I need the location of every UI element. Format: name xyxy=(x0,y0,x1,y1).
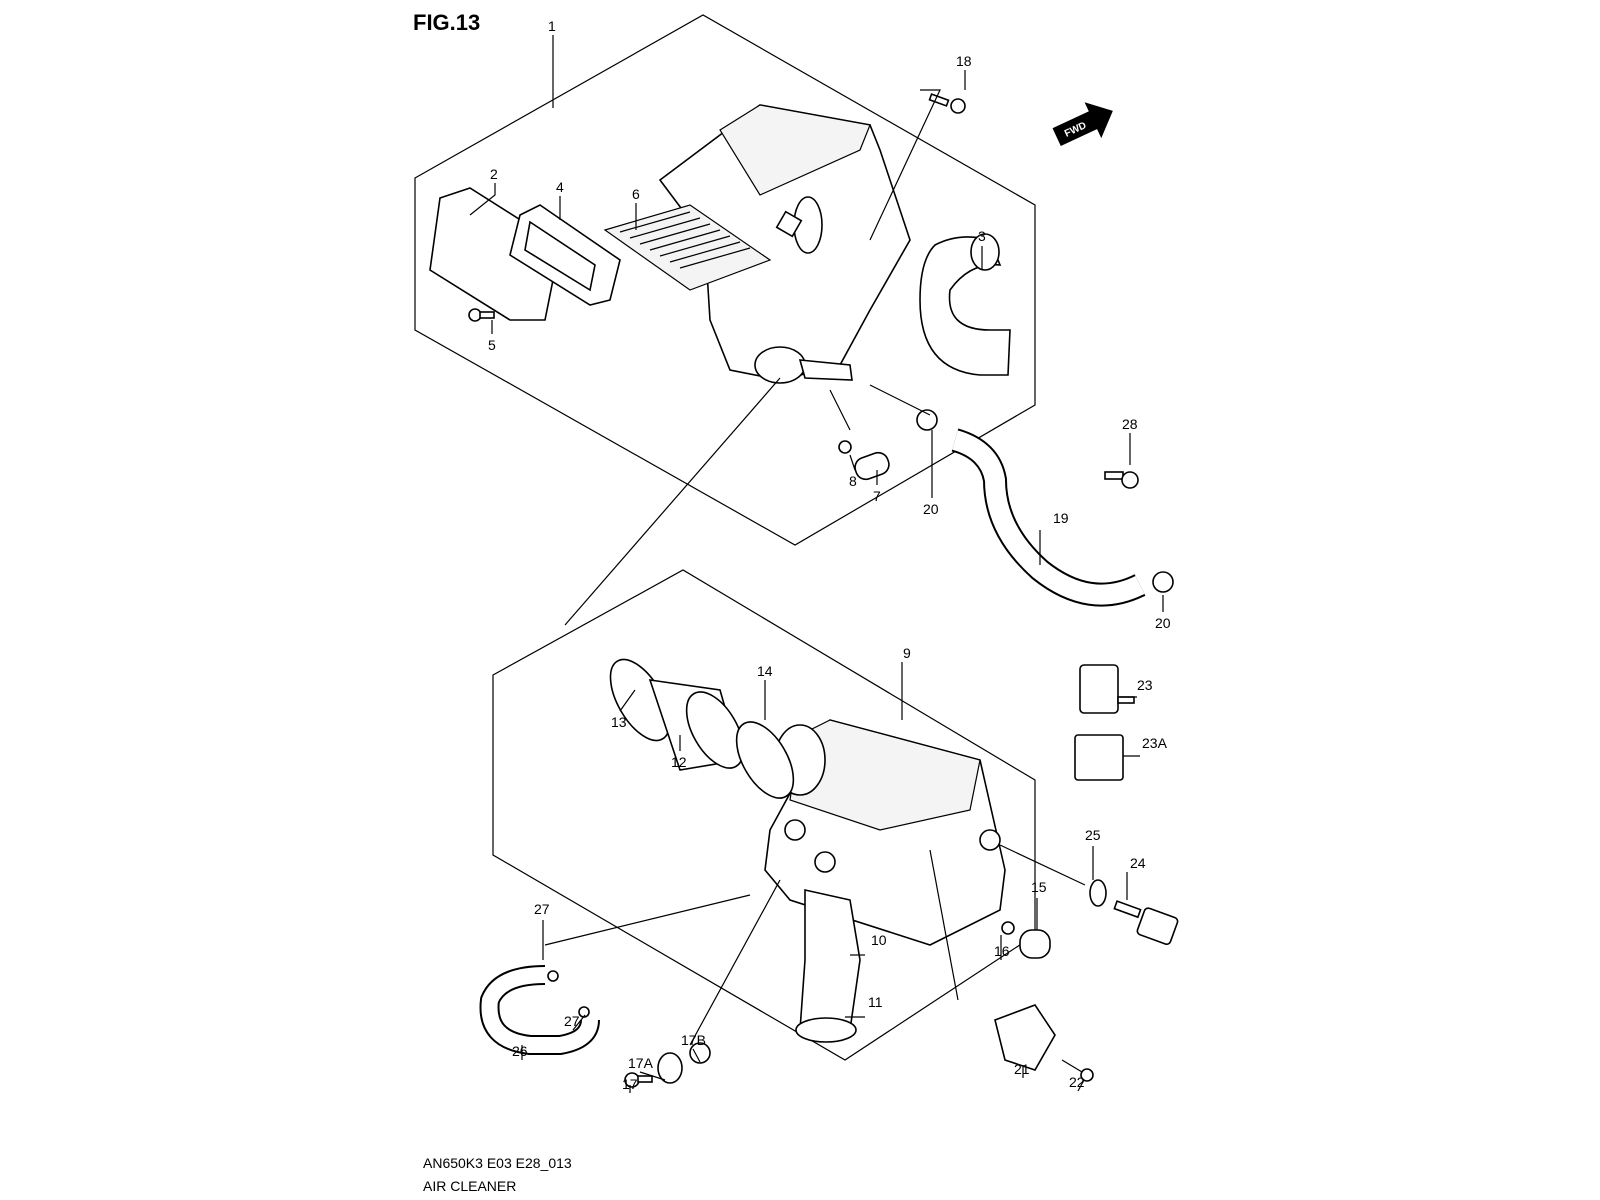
grommet xyxy=(657,1052,683,1084)
part-label-11: 11 xyxy=(868,994,883,1010)
part-label-17: 17 xyxy=(622,1076,638,1092)
model-code: AN650K3 E03 E28_013 xyxy=(423,1155,572,1171)
part-label-23: 23 xyxy=(1137,677,1153,693)
bolt xyxy=(1104,471,1139,489)
hose-clamp xyxy=(735,721,795,799)
figure-title: FIG.13 xyxy=(413,10,480,35)
clamp xyxy=(1152,571,1174,593)
clamp xyxy=(916,409,938,431)
part-label-8: 8 xyxy=(849,473,857,489)
assembly-box-upper xyxy=(414,14,1036,546)
clip xyxy=(1001,921,1015,935)
part-label-26: 26 xyxy=(512,1043,528,1059)
part-label-23a: 23A xyxy=(1142,735,1168,751)
temperature-sensor xyxy=(1113,900,1179,945)
air-cleaner-case-upper xyxy=(658,104,911,384)
part-label-27: 27 xyxy=(564,1013,580,1029)
part-label-13: 13 xyxy=(611,714,627,730)
part-label-20: 20 xyxy=(923,501,939,517)
part-label-14: 14 xyxy=(757,663,773,679)
clip xyxy=(838,440,852,454)
sensor xyxy=(1079,664,1135,714)
air-cleaner-case-lower xyxy=(764,719,1006,946)
part-label-15: 15 xyxy=(1031,879,1047,895)
part-label-20: 20 xyxy=(1155,615,1171,631)
part-label-25: 25 xyxy=(1085,827,1101,843)
part-label-3: 3 xyxy=(978,228,986,244)
leader-lines xyxy=(469,35,1164,1093)
part-label-16: 16 xyxy=(994,943,1010,959)
part-label-28: 28 xyxy=(1122,416,1138,432)
hose-clamp xyxy=(795,1017,857,1043)
cap xyxy=(854,451,890,481)
collar xyxy=(689,1042,711,1064)
part-label-24: 24 xyxy=(1130,855,1146,871)
filter-element xyxy=(603,204,772,291)
part-label-2: 2 xyxy=(490,166,498,182)
cover-plate xyxy=(429,187,561,321)
bolt xyxy=(624,1072,653,1088)
part-label-19: 19 xyxy=(1053,510,1069,526)
drain-plug xyxy=(994,1004,1056,1071)
screw xyxy=(1061,1059,1094,1082)
sensor-holder xyxy=(1074,734,1124,781)
part-label-27: 27 xyxy=(534,901,550,917)
outlet-tube xyxy=(799,889,861,1031)
bolt xyxy=(928,93,966,114)
part-label-1: 1 xyxy=(548,18,556,34)
screw xyxy=(468,308,495,322)
part-label-12: 12 xyxy=(671,754,687,770)
part-label-17b: 17B xyxy=(681,1032,706,1048)
part-label-18: 18 xyxy=(956,53,972,69)
part-label-17a: 17A xyxy=(628,1055,654,1071)
cap xyxy=(1019,929,1051,959)
part-label-7: 7 xyxy=(873,488,881,504)
part-labels: 1 18 2 4 6 3 5 28 8 7 20 19 20 9 14 23 1… xyxy=(488,18,1171,1092)
part-label-21: 21 xyxy=(1014,1061,1030,1077)
seal xyxy=(509,204,621,306)
fwd-arrow-icon: FWD xyxy=(1052,102,1113,146)
washer xyxy=(1089,879,1107,907)
part-label-22: 22 xyxy=(1069,1074,1085,1090)
part-label-5: 5 xyxy=(488,337,496,353)
part-label-4: 4 xyxy=(556,179,564,195)
clip xyxy=(547,970,559,982)
figure-caption: AIR CLEANER xyxy=(423,1178,516,1194)
part-label-9: 9 xyxy=(903,645,911,661)
part-label-6: 6 xyxy=(632,186,640,202)
part-label-10: 10 xyxy=(871,932,887,948)
